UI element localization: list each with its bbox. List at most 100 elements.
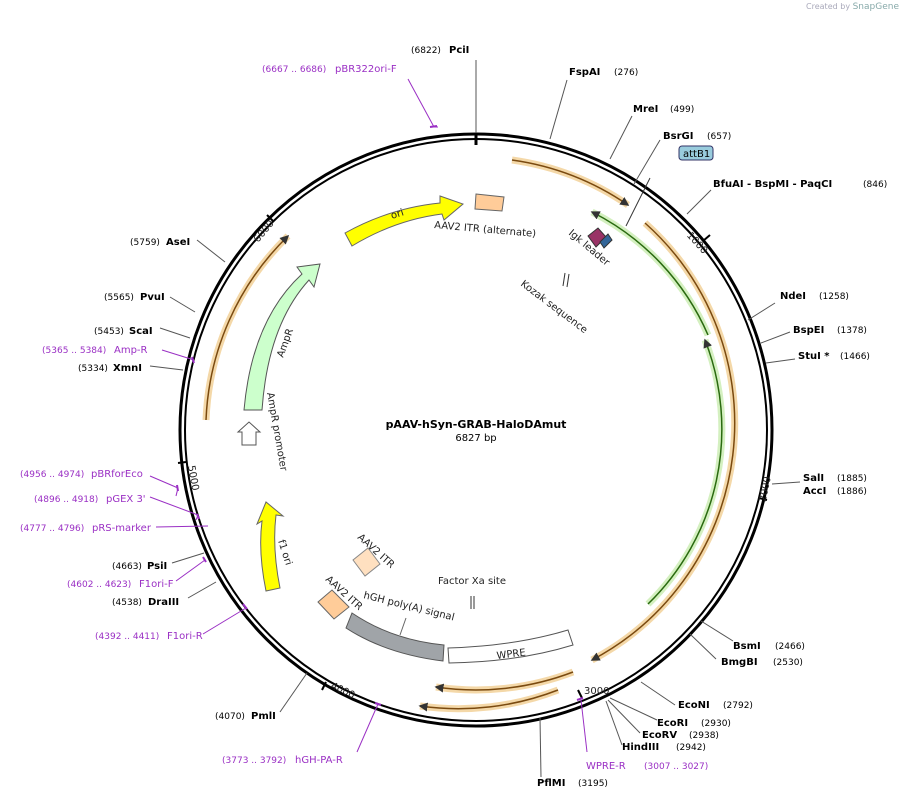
green-cds-arcs	[590, 208, 726, 607]
site-scai: ScaI	[129, 326, 153, 337]
site-psii-pos: (4663)	[112, 562, 142, 572]
site-bmgbi-pos: (2530)	[773, 658, 803, 668]
site-acci: AccI	[803, 486, 826, 497]
primer-ampr: Amp-R	[114, 345, 148, 356]
primer-hghpar: hGH-PA-R	[295, 755, 343, 766]
factor-xa-feature: Factor Xa site	[438, 576, 506, 609]
site-fspai: FspAI	[569, 67, 600, 78]
igk-leader-label: Igk leader	[566, 228, 612, 269]
f1-ori-label: f1 ori	[275, 539, 294, 567]
igk-leader-feature: Igk leader	[566, 227, 613, 269]
primer-pbr322ori: pBR322ori-F	[335, 64, 397, 75]
site-psii: PsiI	[147, 561, 167, 572]
site-xmni-pos: (5334)	[78, 364, 108, 374]
orange-cds-arcs	[202, 156, 739, 713]
site-fspai-pos: (276)	[614, 68, 638, 78]
primer-f1orir: F1ori-R	[167, 631, 203, 642]
primer-ampr-pos: (5365 .. 5384)	[42, 346, 106, 356]
primer-labels: (6667 .. 6686) pBR322ori-F (5365 .. 5384…	[20, 64, 708, 772]
tick-4000: 4000	[329, 681, 357, 702]
snapgene-credit: Created by SnapGene	[806, 2, 899, 12]
site-mrei-pos: (499)	[670, 105, 694, 115]
kozak-label: Kozak sequence	[518, 279, 589, 336]
site-pcii: PciI	[449, 45, 469, 56]
tick-5000: 5000	[185, 465, 200, 492]
site-scai-pos: (5453)	[94, 327, 124, 337]
primer-f1orif-pos: (4602 .. 4623)	[67, 580, 131, 590]
site-stui: StuI *	[798, 351, 830, 362]
ori-feature: ori	[344, 195, 464, 247]
primer-f1orir-pos: (4392 .. 4411)	[95, 632, 159, 642]
site-ecorv-pos: (2938)	[689, 731, 719, 741]
attb1-label: attB1	[683, 149, 710, 160]
hgh-polya-feature: hGH poly(A) signal	[345, 590, 456, 662]
site-sali-pos: (1885)	[837, 474, 867, 484]
site-xmni: XmnI	[113, 363, 142, 374]
hgh-polya-label: hGH poly(A) signal	[362, 590, 455, 623]
site-pvui-pos: (5565)	[104, 293, 134, 303]
site-bsrgi: BsrGI	[663, 131, 693, 142]
primer-leaders	[149, 78, 588, 753]
tick-marks: 1000 2000 3000 4000 5000 6000	[177, 214, 774, 702]
wpre-feature: WPRE	[447, 629, 574, 664]
site-pflmi-pos: (3195)	[578, 779, 608, 789]
ampr-promoter-label: AmpR promoter	[264, 392, 289, 473]
site-labels: (6822) PciI FspAI (276) MreI (499) BsrGI…	[78, 45, 887, 789]
primer-pgex: pGEX 3'	[106, 494, 146, 505]
primer-hghpar-pos: (3773 .. 3792)	[222, 756, 286, 766]
primer-pbrforeco-pos: (4956 .. 4974)	[20, 470, 84, 480]
primer-pbrforeco: pBRforEco	[91, 469, 143, 480]
ori-label: ori	[390, 207, 406, 221]
site-draiii-pos: (4538)	[112, 598, 142, 608]
site-econi-pos: (2792)	[723, 701, 753, 711]
site-mrei: MreI	[633, 104, 658, 115]
site-bspei: BspEI	[793, 325, 824, 336]
site-bfuai-pos: (846)	[863, 180, 887, 190]
plasmid-length: 6827 bp	[455, 433, 496, 444]
site-econi: EcoNI	[678, 700, 710, 711]
primer-wprer: WPRE-R	[586, 761, 626, 772]
primer-ticks	[176, 125, 584, 706]
site-bsrgi-pos: (657)	[707, 132, 731, 142]
site-acci-pos: (1886)	[837, 487, 867, 497]
site-leaders	[149, 60, 801, 778]
site-draiii: DraIII	[148, 597, 179, 608]
site-pflmi: PflMI	[537, 778, 565, 789]
site-bsmi-pos: (2466)	[775, 642, 805, 652]
site-ndei: NdeI	[780, 291, 806, 302]
site-pmli: PmlI	[251, 711, 276, 722]
site-asei-pos: (5759)	[130, 238, 160, 248]
site-stui-pos: (1466)	[840, 352, 870, 362]
kozak-feature: Kozak sequence	[518, 272, 589, 336]
site-bsmi: BsmI	[733, 641, 761, 652]
site-bfuai: BfuAI - BspMI - PaqCI	[713, 179, 832, 190]
tick-3000: 3000	[584, 686, 609, 697]
site-pvui: PvuI	[140, 292, 165, 303]
primer-wprer-pos: (3007 .. 3027)	[644, 762, 708, 772]
plasmid-name: pAAV-hSyn-GRAB-HaloDAmut	[386, 418, 567, 431]
site-sali: SalI	[803, 473, 824, 484]
site-ecori-pos: (2930)	[701, 719, 731, 729]
f1-ori-feature: f1 ori	[255, 501, 294, 592]
site-bspei-pos: (1378)	[837, 326, 867, 336]
site-ecorv: EcoRV	[642, 730, 677, 741]
primer-pgex-pos: (4896 .. 4918)	[34, 495, 98, 505]
primer-prsmarker-pos: (4777 .. 4796)	[20, 524, 84, 534]
credit-prefix: Created by	[806, 2, 851, 11]
credit-brand: SnapGene	[852, 2, 899, 12]
site-ecori: EcoRI	[657, 718, 688, 729]
site-pmli-pos: (4070)	[215, 712, 245, 722]
aav2-itr-alt-label: AAV2 ITR (alternate)	[434, 220, 537, 240]
tick-2000: 2000	[758, 476, 774, 503]
site-ndei-pos: (1258)	[819, 292, 849, 302]
site-bmgbi: BmgBI	[721, 657, 758, 668]
factor-xa-label: Factor Xa site	[438, 576, 506, 587]
primer-prsmarker: pRS-marker	[92, 523, 152, 534]
wpre-label: WPRE	[496, 648, 526, 662]
site-asei: AseI	[166, 237, 190, 248]
ampr-label: AmpR	[275, 327, 296, 359]
ampr-feature: AmpR	[243, 263, 321, 411]
primer-pbr322ori-pos: (6667 .. 6686)	[262, 65, 326, 75]
primer-f1orif: F1ori-F	[139, 579, 174, 590]
